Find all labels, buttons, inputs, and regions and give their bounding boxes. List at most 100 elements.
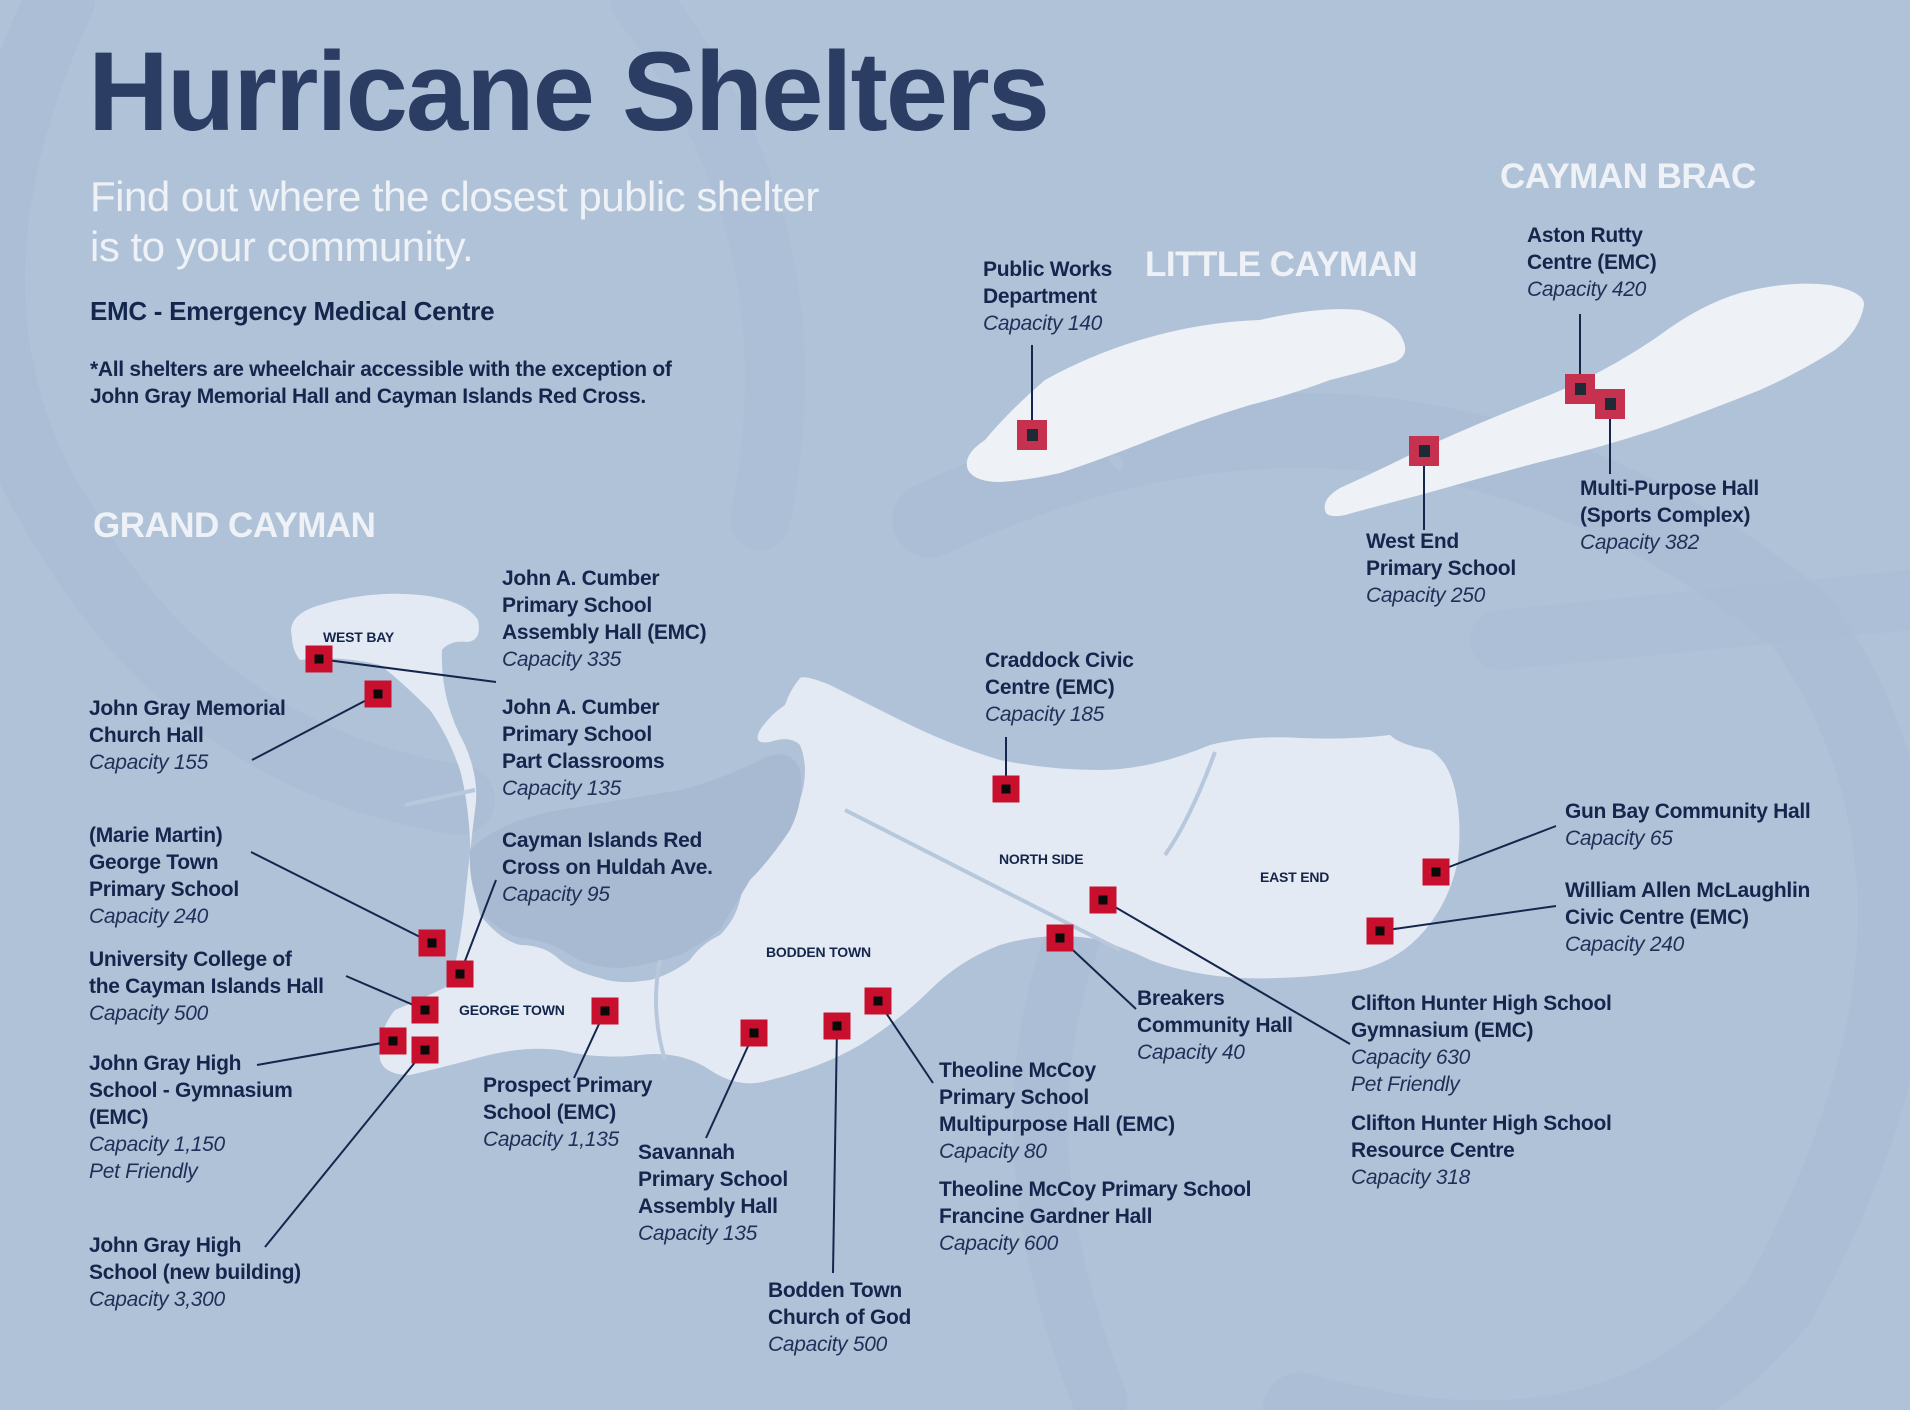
shelter-capacity: Capacity 80 bbox=[939, 1140, 1047, 1163]
shelter-label-red-cross: Cayman Islands Red Cross on Huldah Ave. … bbox=[502, 827, 713, 908]
shelter-name: University College of bbox=[89, 948, 292, 971]
shelter-label-bodden-church: Bodden Town Church of God Capacity 500 bbox=[768, 1277, 911, 1358]
shelter-name: Primary School bbox=[638, 1168, 788, 1191]
shelter-name: Craddock Civic bbox=[985, 649, 1134, 672]
shelter-name: Primary School bbox=[89, 878, 239, 901]
shelter-name: John Gray High bbox=[89, 1234, 242, 1257]
shelter-marker-cumber-assembly[interactable] bbox=[305, 645, 333, 673]
shelter-name: Theoline McCoy bbox=[939, 1059, 1096, 1082]
shelter-name: Assembly Hall (EMC) bbox=[502, 621, 707, 644]
island-label-little-cayman: LITTLE CAYMAN bbox=[1145, 245, 1418, 284]
note-line-2: John Gray Memorial Hall and Cayman Islan… bbox=[90, 385, 646, 408]
shelter-name: Primary School bbox=[502, 723, 652, 746]
shelter-capacity: Capacity 140 bbox=[983, 312, 1102, 335]
shelter-name: Civic Centre (EMC) bbox=[1565, 906, 1749, 929]
shelter-label-gun-bay: Gun Bay Community Hall Capacity 65 bbox=[1565, 798, 1811, 852]
shelter-name: School (EMC) bbox=[483, 1101, 616, 1124]
district-bodden-town: BODDEN TOWN bbox=[766, 944, 871, 960]
shelter-capacity: Capacity 135 bbox=[502, 777, 621, 800]
shelter-marker-public-works[interactable] bbox=[1017, 420, 1047, 450]
shelter-marker-bodden-church[interactable] bbox=[823, 1012, 851, 1040]
pet-friendly-note: Pet Friendly bbox=[89, 1160, 198, 1183]
shelter-label-jghs-new: John Gray High School (new building) Cap… bbox=[89, 1232, 301, 1313]
shelter-marker-savannah[interactable] bbox=[740, 1019, 768, 1047]
shelter-name: Breakers bbox=[1137, 987, 1225, 1010]
shelter-label-john-gray-memorial: John Gray Memorial Church Hall Capacity … bbox=[89, 695, 286, 776]
shelter-label-breakers: Breakers Community Hall Capacity 40 bbox=[1137, 985, 1293, 1066]
shelter-name: George Town bbox=[89, 851, 219, 874]
shelter-name: School - Gymnasium bbox=[89, 1079, 293, 1102]
shelter-name: Resource Centre bbox=[1351, 1139, 1515, 1162]
shelter-capacity: Capacity 250 bbox=[1366, 584, 1485, 607]
shelter-name: Centre (EMC) bbox=[1527, 251, 1657, 274]
shelter-name: School (new building) bbox=[89, 1261, 301, 1284]
shelter-capacity: Capacity 382 bbox=[1580, 531, 1699, 554]
shelter-name: Cayman Islands Red bbox=[502, 829, 703, 852]
shelter-marker-gun-bay[interactable] bbox=[1422, 858, 1450, 886]
emc-legend: EMC - Emergency Medical Centre bbox=[90, 296, 495, 326]
district-west-bay: WEST BAY bbox=[323, 629, 395, 645]
shelter-marker-prospect[interactable] bbox=[591, 997, 619, 1025]
district-east-end: EAST END bbox=[1260, 869, 1330, 885]
shelter-name: Department bbox=[983, 285, 1097, 308]
shelter-marker-aston-rutty[interactable] bbox=[1565, 374, 1595, 404]
shelter-capacity: Capacity 318 bbox=[1351, 1166, 1470, 1189]
shelter-marker-theoline[interactable] bbox=[864, 987, 892, 1015]
shelter-name: Francine Gardner Hall bbox=[939, 1205, 1153, 1228]
shelter-label-theoline-francine: Theoline McCoy Primary School Francine G… bbox=[939, 1176, 1252, 1257]
shelter-capacity: Capacity 185 bbox=[985, 703, 1104, 726]
shelter-marker-william-allen[interactable] bbox=[1366, 917, 1394, 945]
island-label-cayman-brac: CAYMAN BRAC bbox=[1500, 157, 1756, 196]
shelter-label-savannah: Savannah Primary School Assembly Hall Ca… bbox=[638, 1139, 788, 1247]
shelter-marker-jghs-new[interactable] bbox=[411, 1036, 439, 1064]
roads bbox=[404, 751, 1217, 1061]
shelter-name: Gymnasium (EMC) bbox=[1351, 1019, 1534, 1042]
shelter-name: Assembly Hall bbox=[638, 1195, 778, 1218]
shelter-label-clifton-gym: Clifton Hunter High School Gymnasium (EM… bbox=[1351, 990, 1612, 1098]
shelter-marker-john-gray-memorial[interactable] bbox=[364, 680, 392, 708]
shelter-name: Community Hall bbox=[1137, 1014, 1293, 1037]
shelter-marker-breakers[interactable] bbox=[1046, 924, 1074, 952]
note-line-1: *All shelters are wheelchair accessible … bbox=[90, 358, 672, 381]
shelter-capacity: Capacity 3,300 bbox=[89, 1288, 225, 1311]
shelter-capacity: Capacity 500 bbox=[768, 1333, 887, 1356]
shelter-label-theoline-multipurpose: Theoline McCoy Primary School Multipurpo… bbox=[939, 1057, 1175, 1165]
shelter-capacity: Capacity 1,150 bbox=[89, 1133, 225, 1156]
shelter-label-craddock: Craddock Civic Centre (EMC) Capacity 185 bbox=[985, 647, 1134, 728]
shelter-name: Church of God bbox=[768, 1306, 912, 1329]
shelter-name: Public Works bbox=[983, 258, 1113, 281]
shelter-marker-west-end[interactable] bbox=[1409, 436, 1439, 466]
shelter-capacity: Capacity 335 bbox=[502, 648, 621, 671]
shelter-name: Theoline McCoy Primary School bbox=[939, 1178, 1252, 1201]
shelter-label-jghs-gym: John Gray High School - Gymnasium (EMC) … bbox=[89, 1050, 293, 1185]
page-title: Hurricane Shelters bbox=[88, 29, 1050, 154]
shelter-capacity: Capacity 1,135 bbox=[483, 1128, 619, 1151]
shelter-name: John Gray Memorial bbox=[89, 697, 286, 720]
shelter-marker-jghs-gym[interactable] bbox=[379, 1027, 407, 1055]
shelter-name: William Allen McLaughlin bbox=[1565, 879, 1811, 902]
shelter-name: Bodden Town bbox=[768, 1279, 902, 1302]
district-george-town: GEORGE TOWN bbox=[459, 1002, 565, 1018]
shelter-name: John A. Cumber bbox=[502, 696, 660, 719]
shelter-label-cumber-classrooms: John A. Cumber Primary School Part Class… bbox=[502, 694, 665, 802]
shelter-marker-red-cross[interactable] bbox=[446, 960, 474, 988]
shelter-marker-marie-martin[interactable] bbox=[418, 929, 446, 957]
subtitle: Find out where the closest public shelte… bbox=[90, 172, 819, 272]
shelter-capacity: Capacity 630 bbox=[1351, 1046, 1470, 1069]
shelter-marker-craddock[interactable] bbox=[992, 775, 1020, 803]
shelter-name: (EMC) bbox=[89, 1106, 149, 1129]
shelter-name: Multipurpose Hall (EMC) bbox=[939, 1113, 1175, 1136]
shelter-name: the Cayman Islands Hall bbox=[89, 975, 324, 998]
shelter-marker-clifton-hunter[interactable] bbox=[1089, 886, 1117, 914]
shelter-capacity: Capacity 135 bbox=[638, 1222, 757, 1245]
shelter-label-clifton-resource: Clifton Hunter High School Resource Cent… bbox=[1351, 1110, 1612, 1191]
shelter-marker-ucci[interactable] bbox=[411, 996, 439, 1024]
shelter-name: Primary School bbox=[1366, 557, 1516, 580]
shelter-name: West End bbox=[1366, 530, 1459, 553]
grand-cayman-island bbox=[291, 593, 1460, 1084]
shelter-name: Cross on Huldah Ave. bbox=[502, 856, 713, 879]
shelter-capacity: Capacity 65 bbox=[1565, 827, 1673, 850]
shelter-label-prospect: Prospect Primary School (EMC) Capacity 1… bbox=[483, 1072, 652, 1153]
shelter-marker-multi-purpose-hall[interactable] bbox=[1595, 389, 1625, 419]
